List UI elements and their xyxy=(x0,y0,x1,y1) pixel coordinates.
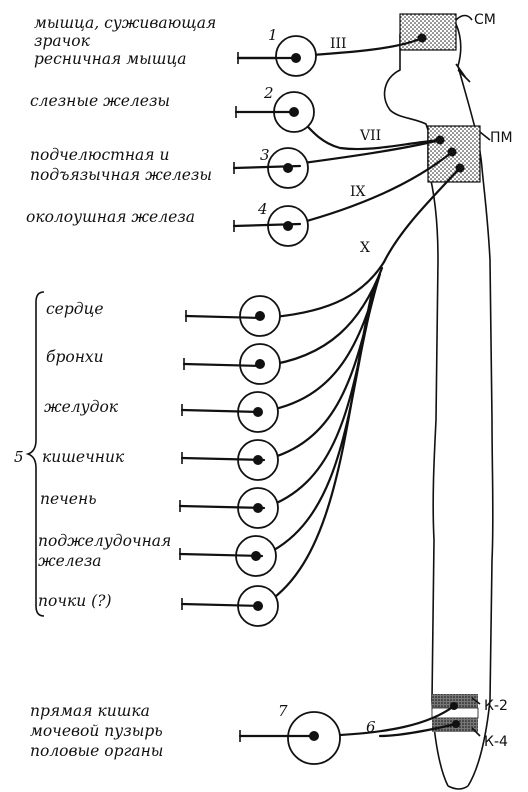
label-rectum: прямая кишка xyxy=(30,702,150,720)
number-2: 2 xyxy=(263,84,274,102)
ganglion-stomach xyxy=(180,391,279,433)
label-pancreas: поджелудочная xyxy=(38,532,171,550)
number-5: 5 xyxy=(14,448,24,466)
nerve-label-vii: VII xyxy=(359,128,381,144)
label-lacrimal-glands: слезные железы xyxy=(30,92,170,110)
sm-pointer xyxy=(455,14,473,21)
region-label-sm: СМ xyxy=(474,12,496,28)
ganglion-1 xyxy=(236,35,317,77)
ganglion-intestine xyxy=(180,439,279,481)
k2-region xyxy=(432,694,478,708)
ganglion-kidneys xyxy=(180,585,279,627)
nerve-ix xyxy=(294,150,454,226)
label-submandibular: подчелюстная и xyxy=(30,146,169,164)
label-ciliary-muscle: ресничная мышца xyxy=(34,50,186,68)
label-bronchi: бронхи xyxy=(46,348,104,366)
k4-pointer xyxy=(471,727,481,737)
ganglion-7 xyxy=(238,711,341,765)
nerve-label-x: X xyxy=(360,240,370,256)
nerve-vii-submandibular xyxy=(294,138,442,166)
label-bladder: мочевой пузырь xyxy=(30,722,163,740)
label-genitals: половые органы xyxy=(30,742,163,760)
nerve-vii-lacrimal xyxy=(294,112,442,151)
ganglion-pancreas xyxy=(178,535,277,577)
sm-region xyxy=(399,13,457,51)
label-heart: сердце xyxy=(46,300,104,318)
label-pancreas-2: железа xyxy=(38,552,102,570)
k2-pointer xyxy=(471,697,481,705)
label-parotid: околоушная железа xyxy=(26,208,195,226)
number-7: 7 xyxy=(278,702,288,720)
group-5-brace xyxy=(25,291,45,617)
region-label-pm: ПМ xyxy=(490,130,513,146)
label-pupil: зрачок xyxy=(34,32,91,50)
nerve-x-trunk xyxy=(382,166,462,264)
region-label-k2: К-2 xyxy=(484,698,508,714)
nerve-label-ix: IX xyxy=(350,184,366,200)
sacral-nerve-k4 xyxy=(378,722,458,738)
pm-pointer xyxy=(479,131,491,141)
region-label-k4: К-4 xyxy=(484,734,508,750)
label-sublingual: подъязычная железы xyxy=(30,166,212,184)
label-liver: печень xyxy=(40,490,97,508)
vagus-branches xyxy=(258,260,386,608)
label-stomach: желудок xyxy=(44,398,119,416)
ganglion-liver xyxy=(178,487,279,529)
ganglion-3 xyxy=(232,147,309,189)
label-kidneys: почки (?) xyxy=(38,592,112,610)
number-6: 6 xyxy=(366,718,376,736)
number-1: 1 xyxy=(268,26,278,44)
label-intestine: кишечник xyxy=(42,448,125,466)
nerve-label-iii: III xyxy=(330,36,347,52)
label-pupil-muscle: мышца, суживающая xyxy=(34,14,216,32)
ganglion-2 xyxy=(234,91,315,133)
number-4: 4 xyxy=(257,200,268,218)
ganglion-bronchi xyxy=(182,343,281,385)
ganglion-heart xyxy=(184,295,281,337)
number-3: 3 xyxy=(260,146,270,164)
ganglion-4 xyxy=(232,205,309,247)
